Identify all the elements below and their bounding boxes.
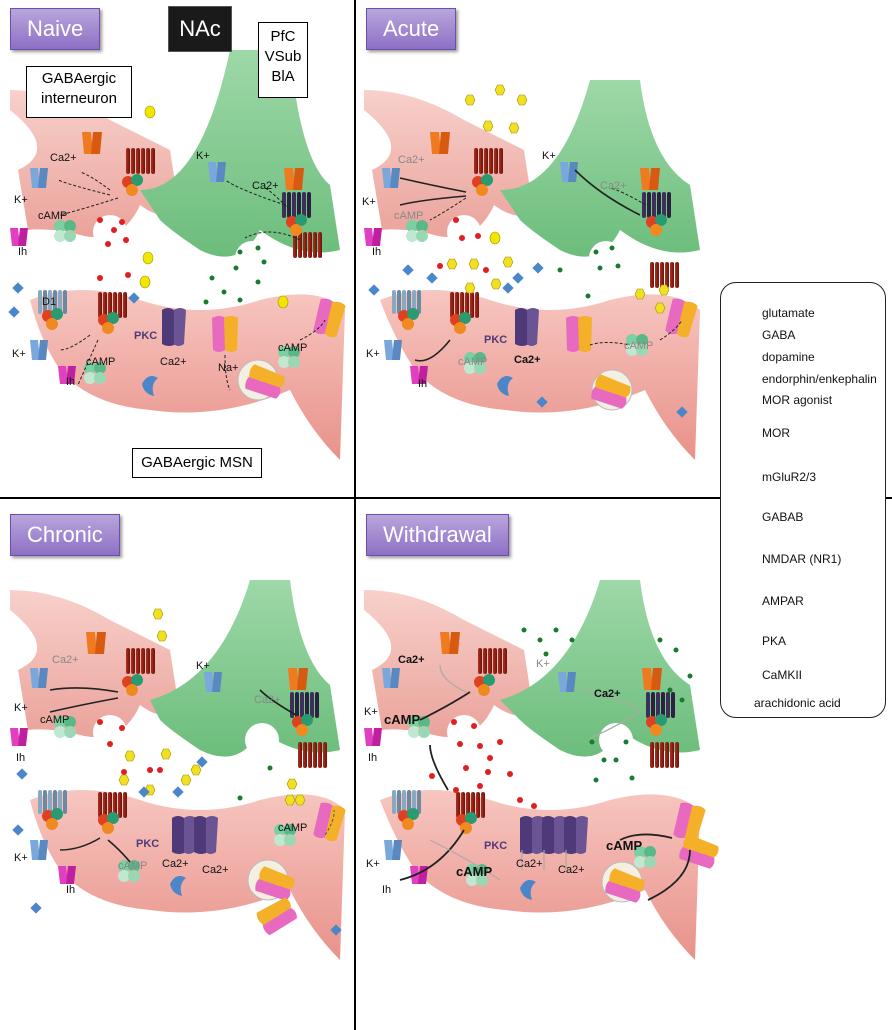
- legend-box: [720, 282, 886, 718]
- afferent-label-bla: BlA: [271, 68, 295, 85]
- label-camp-withdrawal-3: cAMP: [606, 838, 643, 853]
- label-k-acute-2: K+: [542, 150, 556, 162]
- region-label-nac: NAc: [168, 6, 232, 52]
- interneuron-label-line2: interneuron: [41, 90, 117, 107]
- label-ca-acute-3: Ca2+: [514, 354, 541, 366]
- panel-divider-horizontal: [0, 497, 720, 499]
- label-d1-naive: D1: [42, 296, 57, 308]
- label-ih-withdrawal-1: Ih: [368, 752, 378, 764]
- label-camp-naive-2: cAMP: [86, 356, 116, 368]
- label-k-chronic-3: K+: [14, 852, 28, 864]
- label-k-naive-2: K+: [196, 150, 210, 162]
- label-ih-naive-2: Ih: [66, 376, 76, 388]
- panel-title-withdrawal: Withdrawal: [366, 514, 509, 556]
- interneuron-label-line1: GABAergic: [41, 70, 117, 87]
- legend-arachidonic-acid: arachidonic acid: [754, 696, 841, 710]
- label-na-naive: Na+: [218, 362, 239, 374]
- legend-mor-agonist: MOR agonist: [762, 393, 833, 407]
- panel-naive-artwork: [8, 50, 347, 460]
- panel-divider-vertical: [354, 0, 356, 1030]
- legend-gabab: GABAB: [762, 510, 804, 524]
- panel-title-acute: Acute: [366, 8, 457, 50]
- label-pkc-naive: PKC: [134, 330, 158, 342]
- label-ca-chronic-3: Ca2+: [162, 858, 189, 870]
- label-pkc-acute: PKC: [484, 334, 508, 346]
- legend-endorphin: endorphin/enkephalin: [762, 372, 877, 386]
- panel-title-naive: Naive: [10, 8, 101, 50]
- label-k-withdrawal-3: K+: [366, 858, 380, 870]
- interneuron-label-box: GABAergic interneuron: [26, 66, 132, 118]
- label-camp-acute-2: cAMP: [458, 356, 488, 368]
- label-ca-naive-2: Ca2+: [252, 180, 279, 192]
- label-ih-naive-1: Ih: [18, 246, 28, 258]
- panel-acute-artwork: [364, 80, 700, 460]
- legend-mor: MOR: [762, 426, 790, 440]
- label-ca-withdrawal: Ca2+: [398, 654, 425, 666]
- label-camp-withdrawal-2: cAMP: [456, 864, 493, 879]
- panel-chronic-artwork: [10, 580, 347, 960]
- label-k-withdrawal-1: K+: [364, 706, 378, 718]
- label-ih-chronic-2: Ih: [66, 884, 76, 896]
- legend-mglur: mGluR2/3: [762, 470, 817, 484]
- msn-label: GABAergic MSN: [132, 448, 262, 478]
- label-ca-withdrawal-2: Ca2+: [594, 688, 621, 700]
- label-ca-naive-3: Ca2+: [160, 356, 187, 368]
- panel-title-chronic: Chronic: [10, 514, 120, 556]
- label-k-naive-1: K+: [14, 194, 28, 206]
- label-k-chronic-2: K+: [196, 660, 210, 672]
- label-k-acute-1: K+: [362, 196, 376, 208]
- label-ca-acute: Ca2+: [398, 154, 425, 166]
- label-camp-withdrawal-1: cAMP: [384, 712, 421, 727]
- label-ca-chronic-2: Ca2+: [254, 694, 281, 706]
- legend-gaba: GABA: [762, 328, 796, 342]
- label-ih-acute-1: Ih: [372, 246, 382, 258]
- legend-glutamate: glutamate: [762, 306, 815, 320]
- afferent-label-vsub: VSub: [264, 48, 302, 65]
- label-ih-chronic-1: Ih: [16, 752, 26, 764]
- label-camp-naive-3: cAMP: [278, 342, 308, 354]
- label-ca-withdrawal-3: Ca2+: [516, 858, 543, 870]
- label-ca-chronic: Ca2+: [52, 654, 79, 666]
- label-camp-chronic-3: cAMP: [278, 822, 308, 834]
- legend-dopamine: dopamine: [762, 350, 815, 364]
- label-ca-withdrawal-4: Ca2+: [558, 864, 585, 876]
- legend-nmdar: NMDAR (NR1): [762, 552, 842, 566]
- panel-withdrawal-artwork: [364, 580, 721, 960]
- label-camp-chronic-2: cAMP: [118, 860, 148, 872]
- afferent-label-pfc: PfC: [270, 28, 296, 45]
- label-pkc-chronic: PKC: [136, 838, 160, 850]
- panel-divider-horizontal-right: [884, 497, 892, 499]
- label-camp-acute-3: cAMP: [624, 340, 654, 352]
- afferent-label-box: PfC VSub BlA: [258, 22, 308, 98]
- label-ca-acute-2: Ca2+: [600, 180, 627, 192]
- label-k-naive-3: K+: [12, 348, 26, 360]
- label-ca-chronic-4: Ca2+: [202, 864, 229, 876]
- label-pkc-withdrawal: PKC: [484, 840, 508, 852]
- label-ca-naive: Ca2+: [50, 152, 77, 164]
- legend-pka: PKA: [762, 634, 787, 648]
- legend-ampar: AMPAR: [762, 594, 804, 608]
- label-k-chronic-1: K+: [14, 702, 28, 714]
- label-camp-acute-1: cAMP: [394, 210, 424, 222]
- label-camp-chronic-1: cAMP: [40, 714, 70, 726]
- label-ih-withdrawal-2: Ih: [382, 884, 392, 896]
- label-k-withdrawal-2: K+: [536, 658, 550, 670]
- label-k-acute-3: K+: [366, 348, 380, 360]
- label-ih-acute-2: Ih: [418, 378, 428, 390]
- label-camp-naive-1: cAMP: [38, 210, 68, 222]
- legend-camkii: CaMKII: [762, 668, 803, 682]
